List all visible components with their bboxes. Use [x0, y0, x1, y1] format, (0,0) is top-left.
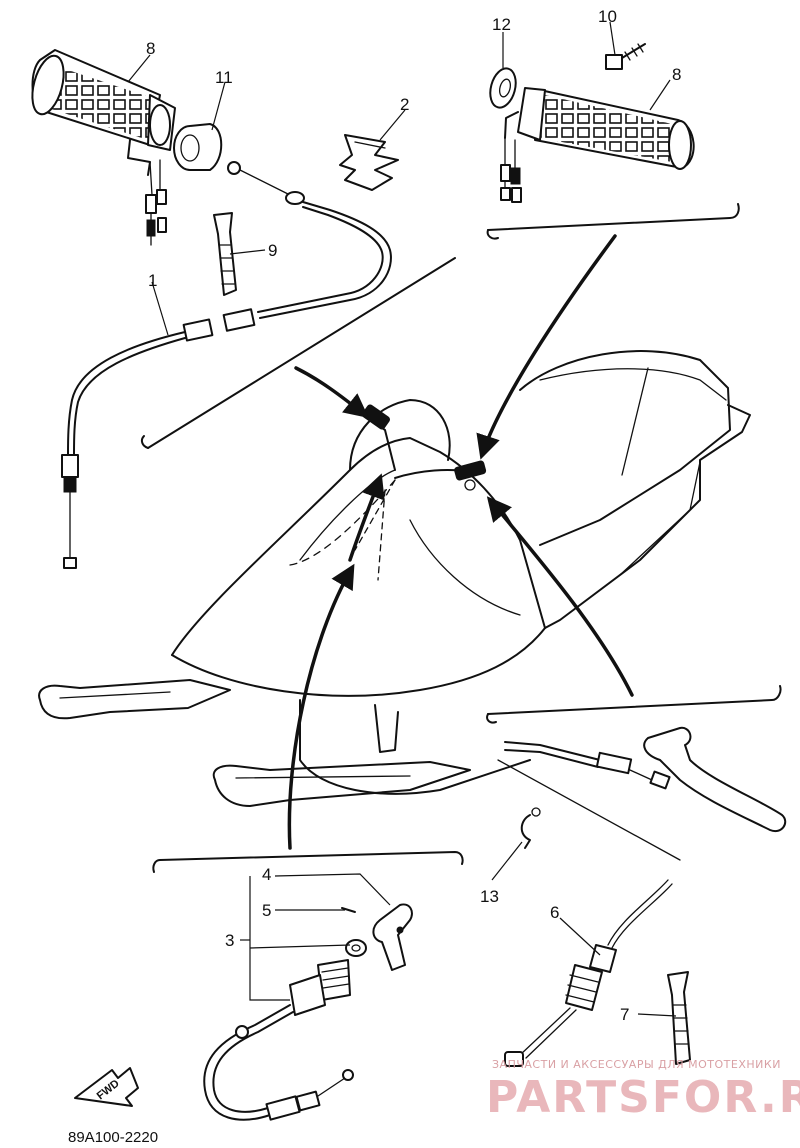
cable-tie-right [667, 971, 691, 1065]
callout-11: 11 [215, 68, 233, 87]
snowmobile-illustration [38, 350, 751, 807]
callout-6: 6 [550, 903, 559, 922]
detail-panel-borders [140, 203, 782, 873]
watermark: ЗАПЧАСТИ И АКСЕССУАРЫ ДЛЯ МОТОТЕХНИКИ PA… [486, 1058, 800, 1123]
callout-13: 13 [480, 887, 499, 906]
throttle-cable [61, 161, 392, 569]
callout-8-left: 8 [146, 39, 155, 58]
callout-3: 3 [225, 931, 234, 950]
callout-8-right: 8 [672, 65, 681, 84]
brake-cable [504, 879, 673, 1067]
callout-10: 10 [598, 7, 617, 26]
watermark-tagline: ЗАПЧАСТИ И АКСЕССУАРЫ ДЛЯ МОТОТЕХНИКИ [492, 1058, 781, 1071]
cable-tie-left [213, 212, 237, 296]
right-grip-part [500, 87, 695, 203]
callout-12: 12 [492, 15, 511, 34]
clamp-part [520, 807, 541, 849]
callout-numbers: 8 11 2 9 1 12 10 8 4 5 3 6 7 13 [146, 7, 681, 1024]
clip-part [339, 134, 399, 191]
leader-lines [127, 21, 677, 1017]
callout-4: 4 [262, 865, 271, 884]
screw-part [605, 43, 646, 70]
left-grip-part [31, 49, 176, 246]
washer-part [489, 67, 517, 109]
callout-2: 2 [400, 95, 409, 114]
pointer-arrows [287, 234, 634, 850]
callout-7: 7 [620, 1005, 629, 1024]
fwd-arrow-icon: FWD [74, 1067, 139, 1107]
collar-part [173, 123, 223, 171]
switch-assembly [203, 903, 413, 1121]
callout-1: 1 [148, 271, 157, 290]
callout-9: 9 [268, 241, 277, 260]
brake-lever-assembly [497, 726, 787, 861]
figure-code: 89A100-2220 [68, 1129, 158, 1146]
watermark-brand: PARTSFOR.RU [486, 1072, 800, 1123]
callout-5: 5 [262, 901, 271, 920]
